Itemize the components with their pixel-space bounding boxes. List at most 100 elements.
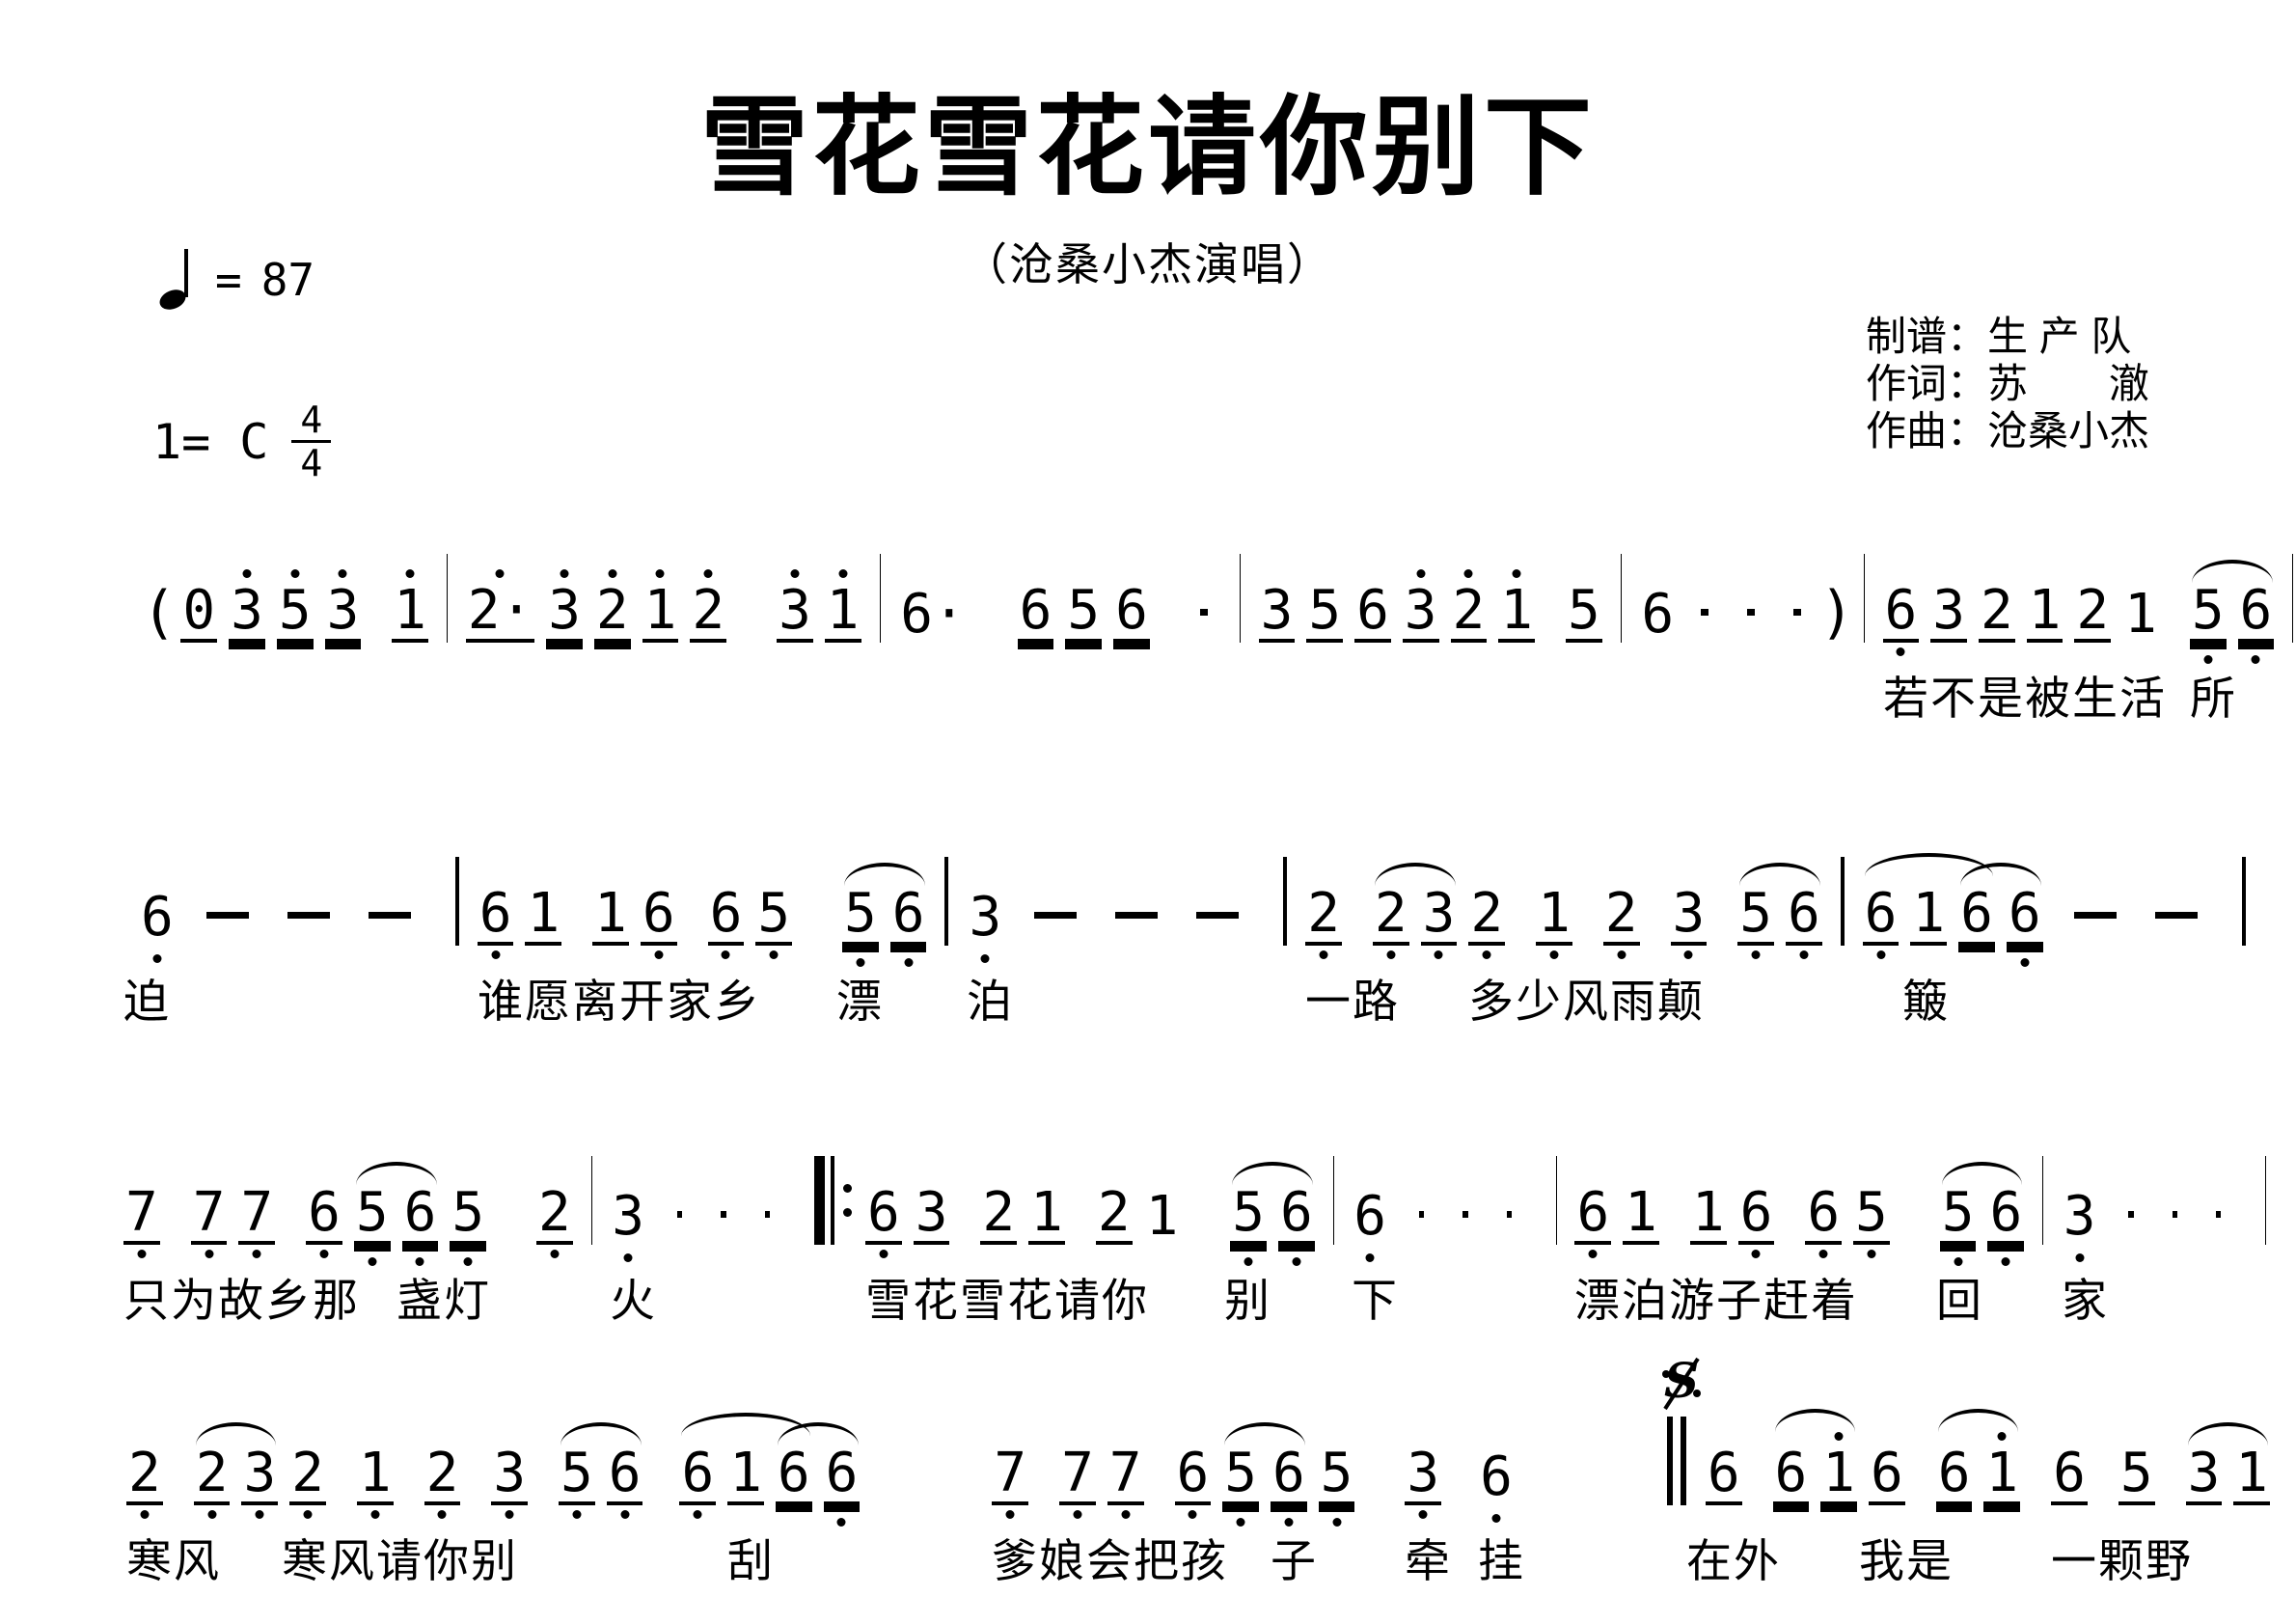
repeat-start-sign (813, 1156, 852, 1245)
dash-prolong-mark (1747, 609, 1756, 616)
note: 6 (707, 882, 745, 946)
lyric-text: 簸 (1902, 976, 1950, 1027)
note: 6 (1270, 1442, 1307, 1505)
note: 6 (477, 882, 514, 946)
note: 3 (1670, 882, 1708, 946)
note: 5 (276, 579, 314, 643)
note: 2 (980, 1181, 1018, 1245)
dash-prolong-mark (2172, 1211, 2178, 1218)
note: 6 (1574, 1181, 1612, 1245)
note: 6 (775, 1442, 812, 1505)
slur-tie-arc (1938, 1409, 2018, 1432)
note: 5 (842, 882, 879, 946)
slur-tie-arc (1775, 1409, 1855, 1432)
note: 6· (900, 583, 966, 646)
lyric-text: 挂 (1478, 1535, 1525, 1586)
slur-tie-arc (196, 1422, 276, 1445)
slur-tie-arc (2192, 560, 2273, 583)
note: 5 (1065, 579, 1103, 643)
dash-prolong-mark (1506, 1211, 1512, 1218)
note: 6 (1935, 1442, 1973, 1505)
note: 6 (1354, 579, 1391, 643)
quarter-note-icon (156, 249, 196, 314)
note: 7 (1107, 1442, 1144, 1505)
credits-block: 制谱： 生 产 队 作词： 苏 澈 作曲： 沧桑小杰 (1866, 313, 2149, 454)
parenthesis: ( (149, 579, 172, 647)
slur-tie-arc (778, 1422, 859, 1445)
dash-prolong-mark (2154, 912, 2198, 919)
note: 2 (2074, 579, 2112, 643)
lyric-text: 牵 (1405, 1535, 1452, 1586)
dash-prolong-mark (1418, 1211, 1425, 1218)
note: 6 (1862, 882, 1900, 946)
note: 7 (1059, 1442, 1096, 1505)
repeat-thick-bar (813, 1156, 825, 1245)
note: 3 (777, 579, 813, 643)
note: 6 (1017, 579, 1054, 643)
lyric-text: 若不是被生活 (1883, 673, 2167, 724)
note: 2 (126, 1442, 163, 1505)
note: 5 (559, 1442, 595, 1505)
lyric-text: 多少风雨颠 (1468, 976, 1705, 1027)
dash-prolong-mark (721, 1211, 726, 1218)
note: 2 (1450, 579, 1488, 643)
note: 3 (2063, 1185, 2096, 1248)
note: 7 (238, 1181, 276, 1245)
key-text: 1= C (152, 413, 269, 470)
lyric-text: 雪花雪花请你 (865, 1275, 1149, 1326)
notation-row: 2232123566166777656536S6616616531 (121, 1352, 2282, 1505)
tempo-bpm: 87 (260, 254, 315, 306)
dash-prolong-mark (2073, 912, 2117, 919)
note: 6 (1958, 882, 1995, 946)
note: 6 (141, 886, 174, 949)
note: 1 (1623, 1181, 1659, 1245)
repeat-dot (842, 1184, 852, 1193)
dash-prolong-mark (1462, 1211, 1468, 1218)
note: 5 (1306, 579, 1344, 643)
note: 3 (1405, 1442, 1442, 1505)
slur-tie-arc (1739, 863, 1820, 886)
lyric-text: 所 (2190, 673, 2237, 724)
lyric-text: 火 (610, 1275, 657, 1326)
tempo-equals: = (215, 254, 242, 306)
credit-label: 作词： (1865, 361, 1987, 406)
slur-tie-arc (560, 1422, 642, 1445)
note: 6 (1641, 583, 1675, 646)
note: 5 (1939, 1181, 1977, 1245)
lyric-text: 谁愿离开家乡 (478, 976, 761, 1027)
slur-tie-arc (1960, 863, 2041, 886)
double-barline: S (1661, 1352, 1701, 1505)
note: 1 (1689, 1181, 1727, 1245)
lyric-text: 漂 (836, 976, 884, 1027)
note: 2 (193, 1442, 231, 1505)
lyric-text: 一颗野 (2051, 1535, 2193, 1586)
credit-composer: 作曲： 沧桑小杰 (1866, 407, 2149, 454)
note: 5 (755, 882, 793, 946)
dash-prolong-mark (1196, 912, 1240, 919)
note: 6 (2237, 579, 2275, 643)
lyric-text: 回 (1936, 1275, 1983, 1326)
note: 6 (606, 1442, 643, 1505)
barline (454, 857, 459, 946)
barline (879, 554, 881, 643)
barline (1680, 1417, 1686, 1505)
lyric-text: 子 (1271, 1535, 1318, 1586)
lyrics-row: 寒风寒风请你别刮爹娘会把孩子牵挂在外我是一颗野 (121, 1536, 2296, 1594)
barline (2241, 857, 2246, 946)
credit-lyricist: 作词： 苏 澈 (1866, 360, 2149, 407)
note: 1 (392, 579, 429, 643)
note: 7 (992, 1442, 1029, 1505)
barline (944, 857, 949, 946)
note: 6 (679, 1442, 717, 1505)
dash-prolong-mark (2128, 1211, 2134, 1218)
barline (1863, 554, 1865, 643)
barline (1666, 1417, 1673, 1505)
note: 2 (1978, 579, 2015, 643)
note: 1 (2124, 583, 2157, 646)
note: 6 (1737, 1181, 1775, 1245)
lyric-text: 漂泊游子赶着 (1574, 1275, 1858, 1326)
parenthesis: ) (1824, 579, 1847, 647)
